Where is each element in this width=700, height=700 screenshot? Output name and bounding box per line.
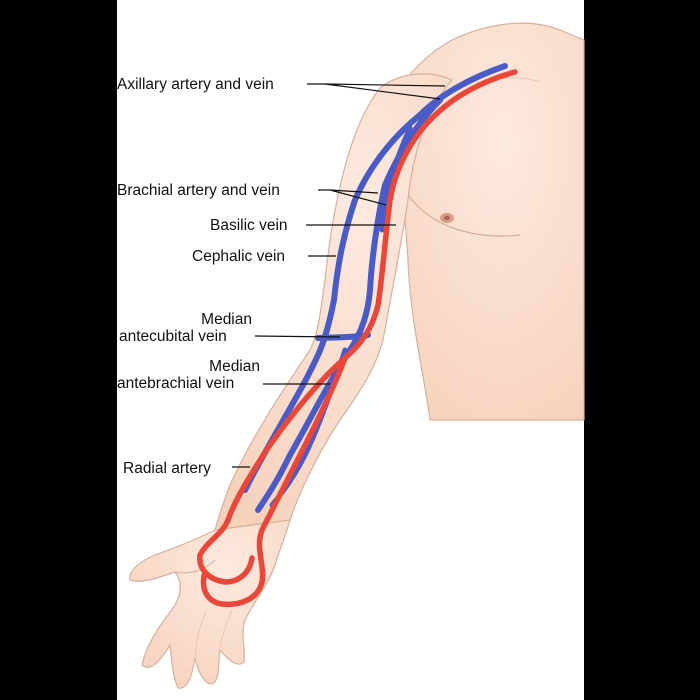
pectoral-line bbox=[407, 194, 521, 237]
cephalic-vein bbox=[242, 112, 423, 493]
ulnar-artery bbox=[200, 355, 348, 608]
label-median-antebrachial-line1: Median bbox=[209, 358, 260, 375]
leader-median-antecubital bbox=[254, 335, 341, 338]
leader-lines bbox=[232, 83, 446, 468]
leader-brachial bbox=[318, 189, 387, 206]
label-median-antebrachial-line2: antebrachial vein bbox=[117, 375, 235, 392]
axillary-vein bbox=[417, 63, 508, 118]
label-axillary: Axillary artery and vein bbox=[117, 76, 274, 93]
axillary-artery bbox=[429, 69, 518, 121]
label-median-antecubital-line1: Median bbox=[201, 311, 252, 328]
brachial-artery bbox=[342, 115, 435, 361]
brachial-vein bbox=[379, 125, 413, 233]
label-median-antecubital-line2: antecubital vein bbox=[119, 328, 227, 345]
leader-axillary bbox=[307, 83, 446, 100]
label-cephalic: Cephalic vein bbox=[192, 248, 286, 265]
arteries-group bbox=[197, 69, 518, 608]
label-brachial: Brachial artery and vein bbox=[117, 182, 280, 199]
radial-artery bbox=[197, 355, 348, 585]
label-basilic: Basilic vein bbox=[210, 217, 288, 234]
label-radial: Radial artery bbox=[123, 460, 211, 477]
